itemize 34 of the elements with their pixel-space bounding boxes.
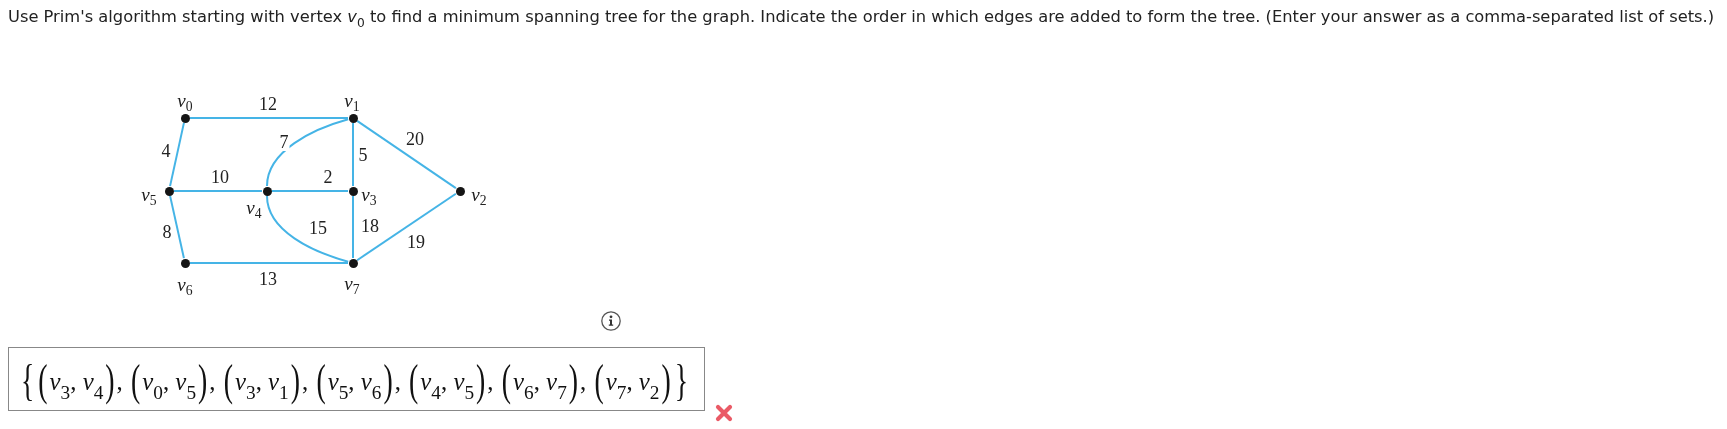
vertex-label: v$_{4}$ xyxy=(246,197,262,217)
vertex-label: v$_{0}$ xyxy=(177,90,193,110)
edge-line xyxy=(352,122,354,187)
edge-label: 10 xyxy=(210,168,230,186)
edge-line xyxy=(169,194,185,260)
edge-label: 4 xyxy=(160,142,172,160)
question-text: Use Prim's algorithm starting with vertex v$_{0}$ to find a minimum spanning tree for the graph. Indicate the order in which edges are added to form the tree. (Enter your answer as a comma-separated list of sets.) xyxy=(8,7,1715,27)
edge-line xyxy=(189,262,349,264)
edge-line xyxy=(266,195,350,263)
edge-label: 12 xyxy=(258,95,278,113)
vertex-label: v$_{7}$ xyxy=(344,273,360,293)
edge-line xyxy=(356,119,457,190)
edge-label: 2 xyxy=(322,168,334,186)
edge-line xyxy=(189,117,349,119)
vertex-label: v$_{5}$ xyxy=(141,184,157,204)
edge-line xyxy=(356,192,457,262)
edge-label: 15 xyxy=(308,219,328,237)
edge-line xyxy=(266,118,350,187)
edge-label: 13 xyxy=(258,270,278,288)
vertex-label: v$_{3}$ xyxy=(361,184,377,204)
edge-line xyxy=(271,190,349,192)
vertex-label: v$_{2}$ xyxy=(471,184,487,204)
edge-label: 19 xyxy=(406,233,426,251)
edge-line xyxy=(169,121,185,188)
edge-line xyxy=(352,195,354,259)
answer-field: {(v$_{3}$, v$_{4}$), (v$_{0}$, v$_{5}$), (v$_{3}$, v$_{1}$), (v$_{5}$, v$_{6}$), (v$_{4}$, v$_{5}$), (v$_{6}$, v$_{7}$), (v$_{7}$, v$_{2}$)} xyxy=(8,347,706,411)
vertex-label: v$_{6}$ xyxy=(177,274,193,294)
edge-label: 20 xyxy=(405,130,425,148)
edge-label: 7 xyxy=(278,133,290,151)
edge-label: 18 xyxy=(360,217,380,235)
edge-label: 8 xyxy=(161,223,173,241)
edge-label: 5 xyxy=(357,146,369,164)
vertex-label: v$_{1}$ xyxy=(344,90,360,110)
edge-line xyxy=(173,190,263,192)
